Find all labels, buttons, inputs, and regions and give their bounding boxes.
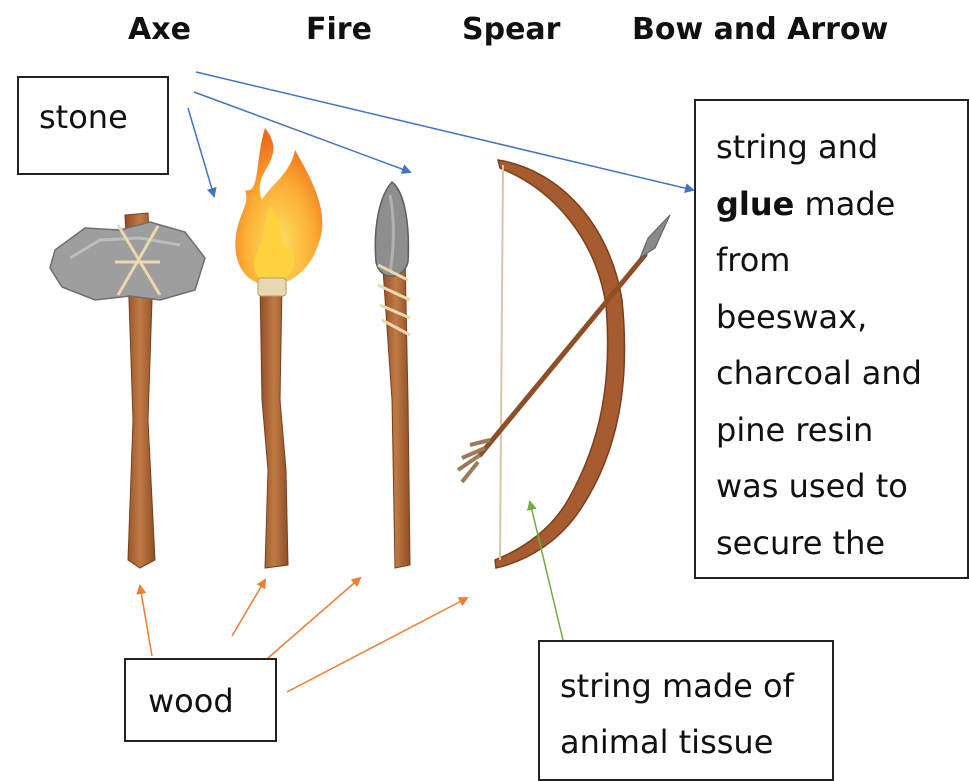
- glue-line-2: glue made: [716, 176, 967, 233]
- glue-line-7: was used to: [716, 458, 967, 515]
- label-stone-text: stone: [39, 98, 128, 136]
- label-glue-description: string and glue made from beeswax, charc…: [694, 99, 969, 579]
- stone-spear-icon: [375, 182, 410, 568]
- glue-line-1: string and: [716, 119, 967, 176]
- glue-bold-word: glue: [716, 185, 794, 223]
- label-wood: wood: [124, 658, 277, 742]
- arrow-stone-to-arrowhead: [196, 72, 693, 190]
- string-line-1: string made of: [560, 658, 832, 714]
- arrow-wood-to-torch: [232, 580, 265, 636]
- bow-and-arrow-icon: [458, 160, 670, 568]
- arrow-stone-to-spear: [194, 92, 410, 172]
- glue-line-8: secure the: [716, 515, 967, 572]
- glue-line-2-rest: made: [794, 185, 895, 223]
- arrow-wood-to-axe: [140, 586, 152, 656]
- torch-icon: [235, 128, 322, 568]
- arrow-wood-to-spear: [268, 578, 360, 658]
- string-line-2: animal tissue: [560, 714, 832, 770]
- arrow-wood-to-bow: [287, 598, 467, 692]
- glue-line-6: pine resin: [716, 402, 967, 459]
- glue-line-3: from: [716, 232, 967, 289]
- glue-line-5: charcoal and: [716, 345, 967, 402]
- arrow-stone-to-axe: [188, 108, 214, 196]
- label-wood-text: wood: [148, 682, 234, 720]
- label-string-tissue: string made of animal tissue: [538, 640, 834, 781]
- stone-axe-icon: [50, 213, 205, 568]
- label-stone: stone: [17, 76, 169, 175]
- glue-line-4: beeswax,: [716, 289, 967, 346]
